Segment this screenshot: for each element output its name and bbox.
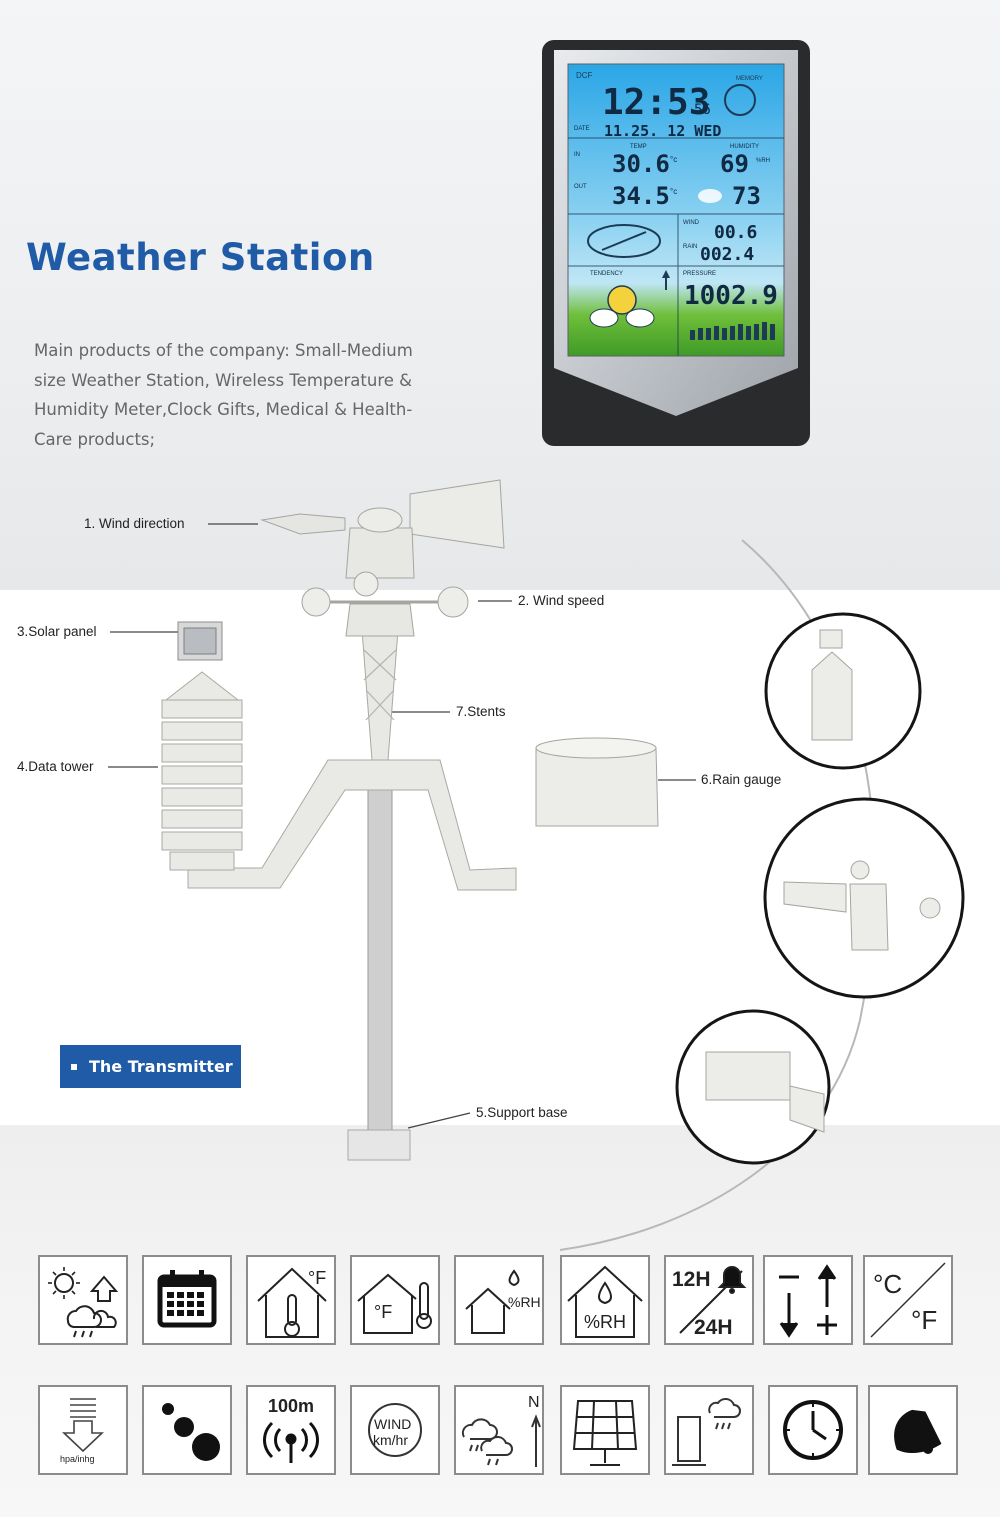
- date-label: DATE: [574, 126, 590, 132]
- alarm-bell-icon: [868, 1385, 958, 1475]
- outdoor-temp: 34.5: [612, 182, 670, 210]
- weather-station-display: DCF MEMORY 12:53 56 DATE 11.25. 12 WED T…: [542, 40, 810, 446]
- company-description: Main products of the company: Small-Medi…: [34, 341, 413, 449]
- wind-unit-top-text: WIND: [374, 1416, 412, 1432]
- dcf-label: DCF: [576, 71, 593, 80]
- indoor-fahrenheit-icon: °F: [350, 1255, 440, 1345]
- temp-label: TEMP: [630, 144, 647, 150]
- time-readout: 12:53: [602, 82, 710, 123]
- label-wind-speed: 2. Wind speed: [518, 593, 605, 608]
- in-label: IN: [574, 152, 580, 158]
- humidity-label: HUMIDITY: [730, 144, 759, 150]
- rain-north-icon: N: [454, 1385, 544, 1475]
- outdoor-humidity-icon: %RH: [454, 1255, 544, 1345]
- date-readout: 11.25. 12 WED: [604, 122, 721, 140]
- hpa-text: hpa/inhg: [60, 1454, 95, 1464]
- transmission-range-icon: 100m: [246, 1385, 336, 1475]
- weather-forecast-icon: [38, 1255, 128, 1345]
- indoor-rh-unit: %RH: [756, 158, 770, 164]
- wind-label: WIND: [683, 220, 700, 226]
- pressure-unit-icon: hpa/inhg: [38, 1385, 128, 1475]
- time-format-alarm-icon: 12H 24H: [664, 1255, 754, 1345]
- outdoor-fahrenheit-text: °F: [308, 1268, 327, 1288]
- transmitter-badge[interactable]: The Transmitter: [60, 1045, 241, 1088]
- indoor-temp-unit: °c: [670, 155, 677, 164]
- wind-unit-bottom-text: km/hr: [373, 1432, 408, 1448]
- outdoor-fahrenheit-icon: °F: [246, 1255, 336, 1345]
- rain-gauge-icon: [664, 1385, 754, 1475]
- label-data-tower: 4.Data tower: [17, 759, 94, 774]
- rain-label: RAIN: [683, 244, 697, 250]
- calendar-icon: [142, 1255, 232, 1345]
- pressure-label: PRESSURE: [683, 271, 716, 277]
- outdoor-temp-unit: °c: [670, 187, 677, 196]
- wind-readout: 00.6: [714, 222, 757, 243]
- badge-bullet: [71, 1063, 77, 1070]
- pressure-readout: 1002.9: [684, 281, 778, 311]
- moon-phase-dots-icon: [142, 1385, 232, 1475]
- tendency-label: TENDENCY: [590, 271, 623, 277]
- label-solar-panel: 3.Solar panel: [17, 624, 97, 639]
- pressure-trend-arrows-icon: [763, 1255, 853, 1345]
- transmitter-badge-label: The Transmitter: [89, 1057, 233, 1076]
- north-text: N: [528, 1394, 540, 1411]
- 24h-text: 24H: [694, 1316, 733, 1339]
- seconds-readout: 56: [694, 102, 711, 118]
- indoor-temp: 30.6: [612, 150, 670, 178]
- label-stents: 7.Stents: [456, 704, 506, 719]
- range-text: 100m: [268, 1396, 315, 1416]
- celsius-fahrenheit-icon: °C °F: [863, 1255, 953, 1345]
- fahrenheit-text: °F: [911, 1305, 938, 1335]
- rain-readout: 002.4: [700, 244, 754, 265]
- indoor-fahrenheit-text: °F: [374, 1302, 393, 1322]
- indoor-humidity-icon: %RH: [560, 1255, 650, 1345]
- label-rain-gauge: 6.Rain gauge: [701, 772, 782, 787]
- wind-speed-unit-icon: WIND km/hr: [350, 1385, 440, 1475]
- solar-panel-icon: [560, 1385, 650, 1475]
- outdoor-rh-text: %RH: [508, 1294, 541, 1310]
- clock-icon: [768, 1385, 858, 1475]
- celsius-text: °C: [873, 1269, 903, 1299]
- page-title: Weather Station: [26, 236, 375, 279]
- indoor-humidity: 69: [720, 150, 749, 178]
- label-support-base: 5.Support base: [476, 1105, 568, 1120]
- memory-label: MEMORY: [736, 76, 763, 82]
- outdoor-humidity: 73: [732, 182, 761, 210]
- out-label: OUT: [574, 184, 587, 190]
- label-wind-direction: 1. Wind direction: [84, 516, 185, 531]
- 12h-text: 12H: [672, 1268, 711, 1291]
- indoor-rh-text: %RH: [584, 1312, 627, 1332]
